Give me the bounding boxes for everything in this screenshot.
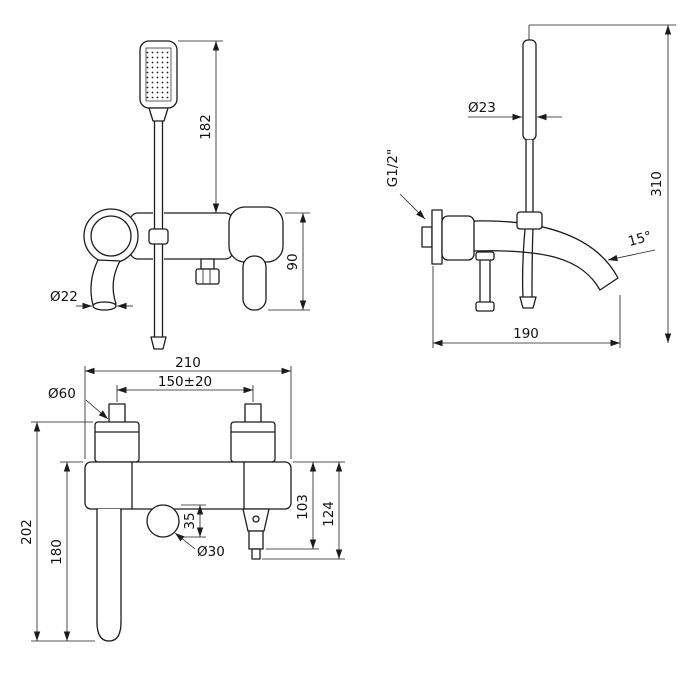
side-hand-shower bbox=[516, 39, 543, 309]
dim-spout-reach-label: 190 bbox=[513, 326, 539, 342]
hose-slider bbox=[148, 228, 169, 245]
wall-plate bbox=[431, 209, 443, 265]
dim-body-to-outlet-label: 103 bbox=[295, 494, 311, 520]
handle-body bbox=[228, 206, 284, 263]
side-mixer bbox=[421, 209, 619, 312]
side-hose-nut bbox=[519, 296, 537, 309]
diverter-knob bbox=[195, 268, 220, 285]
side-handset bbox=[522, 39, 537, 141]
dim-joint-diameter-label: Ø30 bbox=[197, 544, 225, 560]
outlet-stub bbox=[248, 530, 264, 550]
side-hose bbox=[521, 228, 526, 298]
dim-flange-diameter-label: Ø60 bbox=[48, 386, 76, 402]
deck-mixer bbox=[84, 403, 292, 642]
side-dimensions: Ø23 G1/2" 310 15° 190 bbox=[385, 24, 676, 348]
left-flange bbox=[94, 421, 140, 463]
outlet-tip bbox=[251, 548, 261, 560]
dim-overall-drop-label: 202 bbox=[19, 519, 35, 545]
right-flange bbox=[230, 421, 276, 463]
spray-face bbox=[145, 47, 172, 102]
front-dimensions: 182 90 Ø22 bbox=[50, 40, 310, 311]
supply-stub bbox=[421, 226, 433, 248]
hand-shower bbox=[139, 40, 178, 350]
spout-joint bbox=[146, 504, 180, 538]
deck-view: 210 150±20 Ø60 202 180 103 124 3 bbox=[19, 355, 345, 642]
dim-body-to-outlet-tip-label: 124 bbox=[321, 501, 337, 527]
dim-hose-length-label: 182 bbox=[198, 114, 214, 140]
dim-inlet-centers-label: 150±20 bbox=[158, 374, 212, 390]
wall-flange bbox=[83, 208, 139, 264]
front-view: 182 90 Ø22 bbox=[50, 40, 310, 350]
side-body bbox=[441, 215, 475, 261]
deck-body bbox=[84, 461, 292, 510]
dim-overall-height-label: 310 bbox=[649, 171, 665, 197]
hose-nut bbox=[150, 336, 167, 350]
dim-body-height-label: 90 bbox=[285, 253, 301, 270]
dim-spout-diameter-label: Ø22 bbox=[50, 289, 78, 305]
dim-spout-drop-label: 180 bbox=[49, 539, 65, 565]
diverter-stem bbox=[200, 258, 215, 270]
handset-holder bbox=[516, 211, 543, 230]
dim-joint-height-label: 35 bbox=[182, 512, 198, 529]
spout-mouth bbox=[92, 301, 117, 311]
handle-lever bbox=[242, 255, 267, 311]
handset-neck bbox=[148, 107, 169, 122]
side-spout bbox=[472, 220, 619, 291]
mixer-body bbox=[83, 206, 284, 311]
dim-handle-diameter-label: Ø23 bbox=[468, 100, 496, 116]
right-inlet-pipe bbox=[244, 403, 262, 424]
spout bbox=[90, 259, 121, 306]
dim-overall-width-label: 210 bbox=[175, 355, 201, 371]
side-view: Ø23 G1/2" 310 15° 190 bbox=[385, 24, 676, 348]
dim-thread-size-label: G1/2" bbox=[385, 149, 401, 187]
deck-dimensions: 210 150±20 Ø60 202 180 103 124 3 bbox=[19, 355, 345, 642]
dim-spout-angle-label: 15° bbox=[626, 228, 653, 250]
left-inlet-pipe bbox=[108, 403, 126, 424]
